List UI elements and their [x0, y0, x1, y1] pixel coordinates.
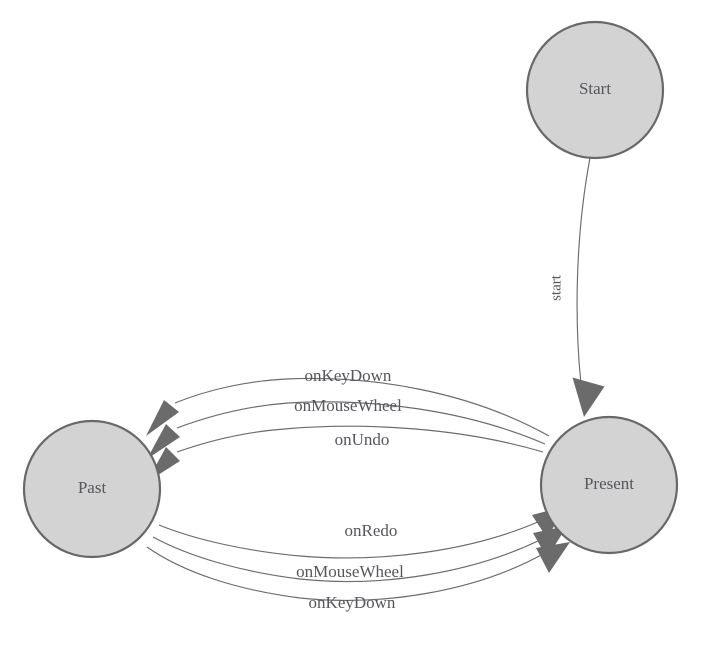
- node-start-label: Start: [579, 79, 611, 98]
- edge-present-past-onundo-path: [176, 425, 544, 453]
- edge-past-present-onkeydown-path: [146, 546, 544, 601]
- edge-present-past-onundo[interactable]: onUndo: [147, 425, 544, 482]
- edge-present-past-onkeydown-label: onKeyDown: [305, 366, 392, 385]
- node-present[interactable]: Present: [539, 415, 679, 555]
- edge-present-past-onkeydown-arrowhead: [146, 400, 179, 436]
- edge-present-past-onkeydown[interactable]: onKeyDown: [146, 366, 550, 437]
- edge-past-present-onmousewheel-path: [152, 536, 541, 583]
- node-past[interactable]: Past: [22, 419, 162, 559]
- edge-present-past-onmousewheel-arrowhead: [147, 424, 180, 459]
- node-past-label: Past: [78, 478, 107, 497]
- edge-past-present-onredo-label: onRedo: [345, 521, 398, 540]
- node-present-circle: [539, 415, 679, 555]
- edge-present-past-onundo-label: onUndo: [335, 430, 390, 449]
- node-start-circle: [525, 20, 665, 160]
- node-past-circle: [22, 419, 162, 559]
- node-start[interactable]: Start: [525, 20, 665, 160]
- edge-past-present-onkeydown-label: onKeyDown: [309, 593, 396, 612]
- edge-past-present-onredo[interactable]: onRedo: [158, 506, 566, 559]
- edge-present-past-onmousewheel-label: onMouseWheel: [294, 396, 402, 415]
- edge-start-arrowhead: [572, 377, 605, 417]
- edge-past-present-onkeydown[interactable]: onKeyDown: [146, 542, 570, 612]
- edge-start-label: start: [548, 274, 564, 301]
- edge-past-present-onredo-path: [158, 520, 541, 559]
- node-present-label: Present: [584, 474, 634, 493]
- edge-start-path: [576, 157, 591, 385]
- edge-past-present-onkeydown-arrowhead: [536, 542, 570, 573]
- edge-present-past-onkeydown-path: [174, 377, 550, 437]
- edge-past-present-onmousewheel[interactable]: onMouseWheel: [152, 526, 567, 583]
- edge-present-past-onmousewheel[interactable]: onMouseWheel: [147, 396, 546, 459]
- edge-past-present-onmousewheel-arrowhead: [533, 526, 567, 558]
- edge-present-past-onmousewheel-path: [176, 401, 546, 445]
- edge-past-present-onmousewheel-label: onMouseWheel: [296, 562, 404, 581]
- edge-start[interactable]: start: [548, 157, 605, 417]
